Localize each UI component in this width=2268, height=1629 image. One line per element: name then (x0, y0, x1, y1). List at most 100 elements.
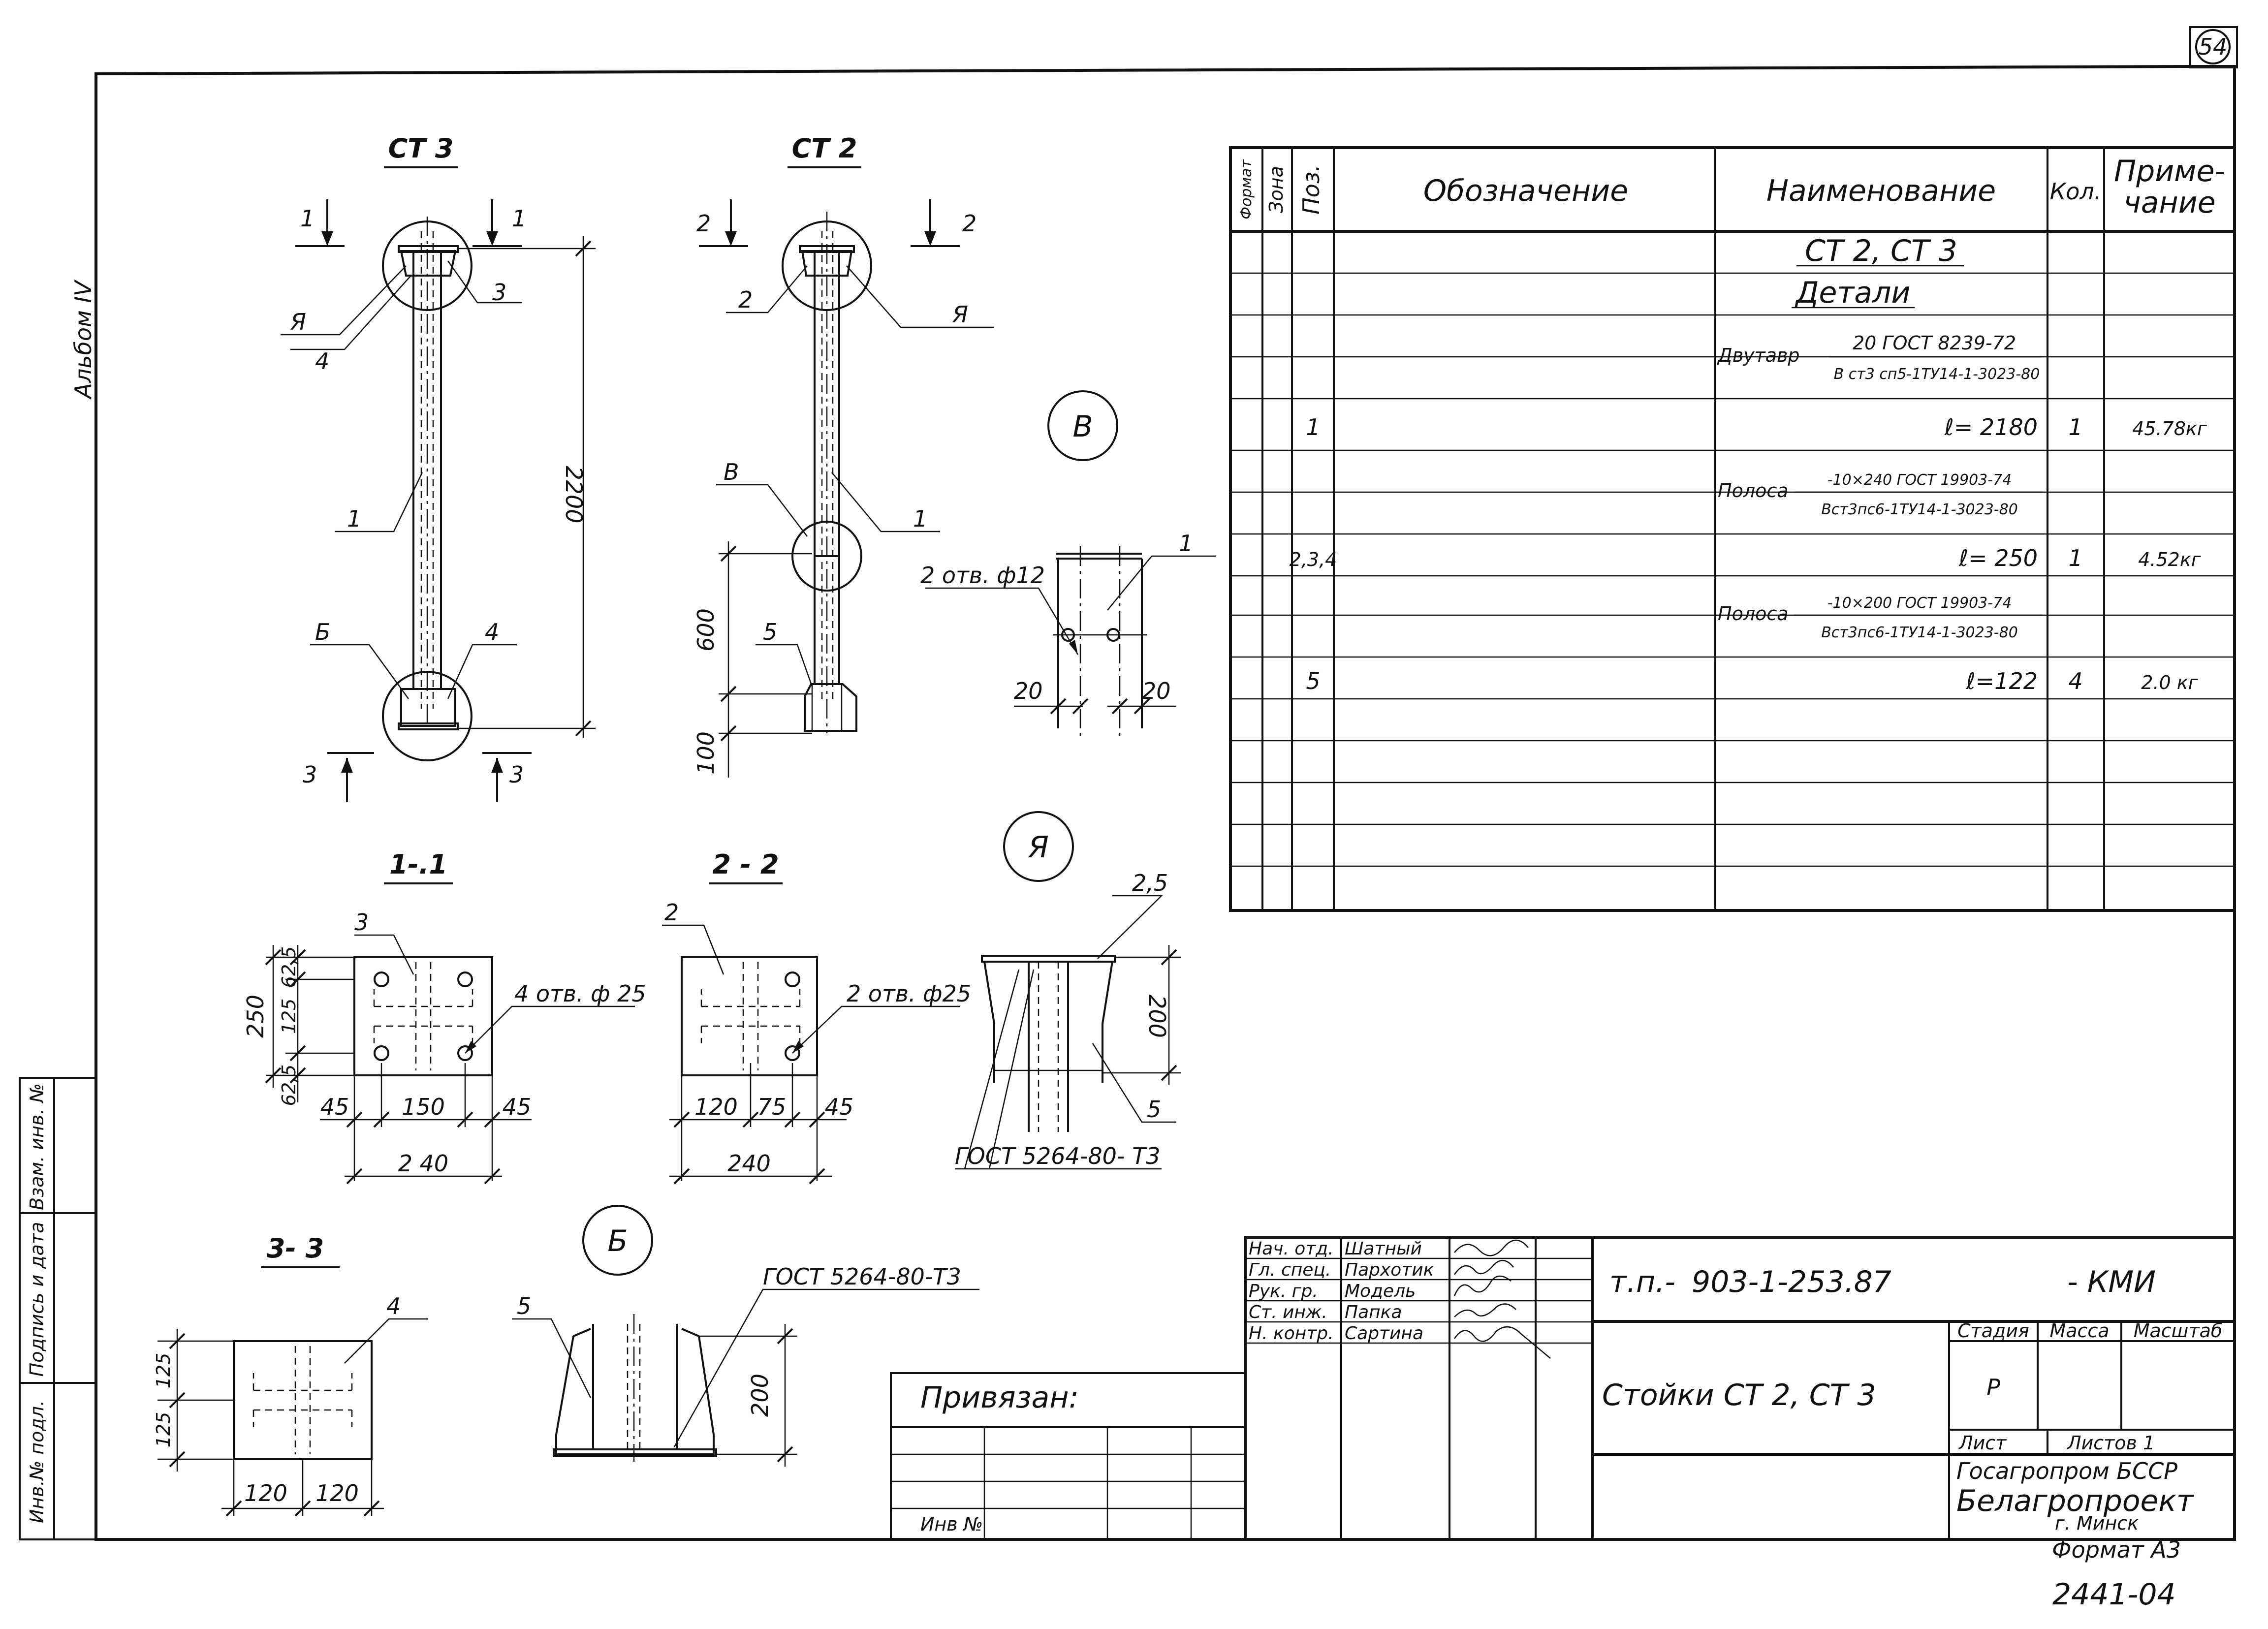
sec11-dim-240: 2 40 (398, 1150, 448, 1177)
detail-v-dim-left: 20 (1014, 678, 1043, 704)
tb-role-1: Гл. спец. (1249, 1260, 1331, 1280)
spec-r1-qty: 1 (2068, 414, 2082, 440)
detail-v-dim-right: 20 (1142, 678, 1171, 704)
sec11-dim-250: 250 (242, 995, 269, 1038)
sec11-holes: 4 отв. ф 25 (514, 980, 646, 1007)
detail-b-gost: ГОСТ 5264-80-Т3 (763, 1263, 961, 1290)
album-label: Альбом IV (70, 279, 96, 400)
detail-ya-circle-label: Я (1028, 830, 1049, 865)
tb-role-2: Рук. гр. (1249, 1281, 1318, 1301)
sec22-dim-75: 75 (757, 1094, 787, 1120)
st3-mark-3: 3 (492, 279, 506, 306)
sec11-dim-62b: 62,5 (278, 1065, 300, 1106)
detail-v-holes: 2 отв. ф12 (920, 562, 1045, 589)
spec-details-row: Детали (1795, 276, 1911, 310)
strip-cell-inv-podl: Инв.№ подл. (26, 1400, 48, 1523)
st2-mark-1: 1 (913, 505, 927, 532)
st3-mark-4-bottom: 4 (485, 619, 499, 645)
spec-r0-frac-top: 20 ГОСТ 8239-72 (1853, 332, 2016, 354)
detail-b-part5: 5 (517, 1293, 531, 1319)
detail-ya-part5: 5 (1147, 1096, 1161, 1123)
spec-h-designation: Обозначение (1423, 174, 1628, 208)
sheet-number: 54 (2199, 33, 2228, 60)
tb-org2: Белагропроект (1956, 1484, 2195, 1518)
tb-code-suffix: - КМИ (2067, 1265, 2156, 1299)
st3-dim-2200: 2200 (561, 466, 587, 523)
st2-mark-5: 5 (763, 619, 777, 645)
spec-r5-name: ℓ=122 (1966, 668, 2038, 694)
tb-role-0: Нач. отд. (1249, 1239, 1334, 1259)
section-3-3: 3- 3 4 (158, 1233, 428, 1517)
sec22-part: 2 (664, 899, 679, 926)
spec-h-format: Формат (1238, 159, 1255, 219)
strip-cell-signature: Подпись и дата (26, 1222, 48, 1377)
spec-r4-prefix: Полоса (1718, 603, 1789, 625)
st2-dim-100: 100 (693, 731, 719, 775)
sec33-dim-125a: 125 (153, 1353, 174, 1389)
spec-r0-frac-bot: В ст3 сп5-1ТУ14-1-3023-80 (1834, 366, 2040, 383)
sec33-dim-120b: 120 (315, 1480, 359, 1506)
spec-r4-frac-bot: Вст3пс6-1ТУ14-1-3023-80 (1821, 624, 2018, 641)
section-2-2: 2 - 2 2 2 отв. ф25 (662, 849, 971, 1185)
detail-b-circle-label: Б (607, 1224, 628, 1258)
privyazan-label: Привязан: (920, 1380, 1079, 1415)
spec-h-note-l1: Приме- (2114, 154, 2225, 188)
tb-code-prefix: т.п.- (1609, 1265, 1675, 1299)
tb-name-3: Папка (1345, 1302, 1402, 1322)
sec22-dim-45: 45 (825, 1094, 854, 1120)
title-block (1244, 1236, 2236, 1541)
tb-name-2: Модель (1345, 1281, 1416, 1301)
tb-sheets-label: Листов 1 (2066, 1432, 2155, 1454)
st2-cut2-right: 2 (962, 210, 976, 237)
st3-title: СТ 3 (388, 133, 454, 164)
spec-table (1229, 146, 2236, 912)
sec33-title: 3- 3 (267, 1233, 324, 1264)
st2-mark-2: 2 (738, 286, 753, 313)
detail-ya-gost: ГОСТ 5264-80- Т3 (955, 1143, 1160, 1169)
spec-h-pos: Поз. (1298, 164, 1324, 215)
spec-h-qty: Кол. (2050, 178, 2102, 205)
st2-mark-v: В (724, 459, 739, 485)
spec-r1-pos: 1 (1306, 414, 1320, 440)
format-label: Формат А3 (2052, 1536, 2181, 1563)
spec-r2-frac-bot: Вст3пс6-1ТУ14-1-3023-80 (1821, 501, 2018, 518)
spec-r1-note: 45.78кг (2132, 418, 2207, 439)
detail-ya-dim-200: 200 (1144, 995, 1170, 1038)
sec11-part: 3 (354, 909, 369, 936)
detail-ya-parts25: 2,5 (1132, 870, 1168, 896)
spec-r5-pos: 5 (1306, 668, 1320, 694)
bottom-note: 2441-04 (2052, 1577, 2176, 1612)
st3-cut1-right: 1 (512, 205, 526, 232)
tb-code: 903-1-253.87 (1692, 1265, 1891, 1299)
tb-mass-label: Масса (2049, 1320, 2109, 1342)
detail-v-part: 1 (1179, 530, 1193, 557)
sec11-dim-62a: 62,5 (278, 946, 300, 988)
sec33-part: 4 (386, 1293, 401, 1319)
spec-r5-note: 2.0 кг (2141, 672, 2198, 693)
st2-mark-ya: Я (952, 301, 968, 328)
spec-r0-prefix: Двутавр (1717, 345, 1800, 366)
section-1-1: 1-.1 3 4 отв. ф 25 (265, 849, 646, 1185)
tb-role-4: Н. контр. (1249, 1323, 1334, 1344)
sec11-dim-45b: 45 (503, 1094, 532, 1120)
detail-v: В 2 отв. ф12 1 20 20 (920, 390, 1216, 738)
sec22-dim-240: 240 (727, 1150, 771, 1177)
sec11-dim-45a: 45 (320, 1094, 349, 1120)
sec22-title: 2 - 2 (712, 849, 779, 880)
strip-cell-vzam: Взам. инв. № (26, 1083, 48, 1210)
spec-title-row: СТ 2, СТ 3 (1805, 234, 1957, 268)
detail-b: Б 5 ГОСТ 5264-80-Т3 (512, 1205, 979, 1467)
sec22-holes: 2 отв. ф25 (847, 980, 971, 1007)
st3-cut3-left: 3 (303, 761, 317, 788)
tb-city: г. Минск (2055, 1512, 2139, 1534)
detail-v-circle-label: В (1072, 409, 1093, 444)
sec22-dim-120: 120 (694, 1094, 738, 1120)
st2-dim-600: 600 (693, 608, 719, 652)
st3-cut1-left: 1 (300, 205, 315, 232)
tb-name-4: Сартина (1345, 1323, 1423, 1344)
elevation-st2: СТ 2 2 2 2 Я В 1 5 (696, 133, 994, 778)
sec33-dim-125b: 125 (153, 1412, 174, 1448)
spec-r2-frac-top: -10×240 ГОСТ 19903-74 (1827, 471, 2012, 489)
left-strip (19, 1077, 97, 1540)
spec-h-zone: Зона (1265, 166, 1287, 213)
